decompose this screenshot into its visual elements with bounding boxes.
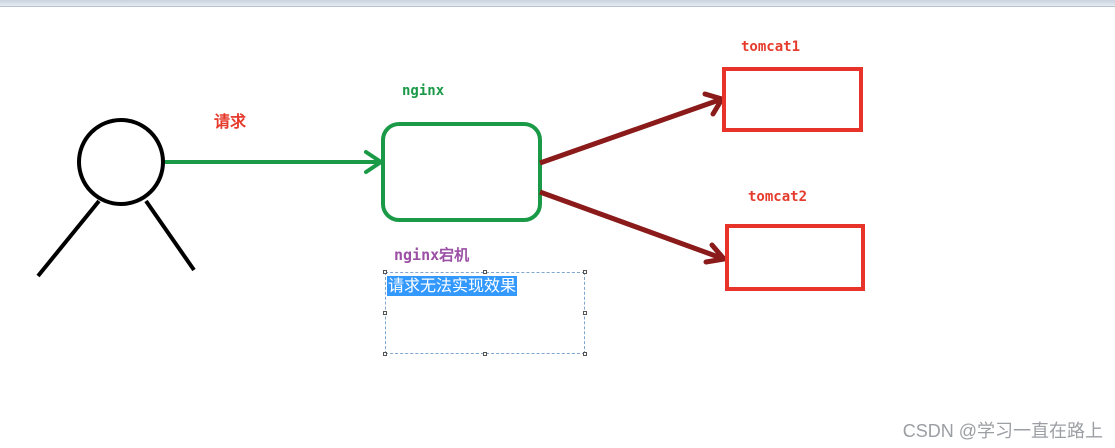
resize-handle-top-middle[interactable] — [483, 270, 487, 274]
arrow-to-tomcat2-head — [703, 242, 727, 265]
resize-handle-top-left[interactable] — [383, 270, 387, 274]
nginx-box — [381, 122, 542, 222]
resize-handle-top-right[interactable] — [583, 270, 587, 274]
tomcat2-box — [725, 224, 865, 291]
resize-handle-middle-left[interactable] — [383, 311, 387, 315]
selected-text[interactable]: 请求无法实现效果 — [387, 276, 518, 296]
user-right-leg — [144, 199, 196, 272]
resize-handle-bottom-middle[interactable] — [483, 352, 487, 356]
user-stick-figure-icon — [36, 118, 196, 278]
window-top-border — [0, 0, 1115, 7]
resize-handle-bottom-right[interactable] — [583, 352, 587, 356]
resize-handle-middle-right[interactable] — [583, 311, 587, 315]
selected-text-box[interactable]: 请求无法实现效果 — [383, 270, 587, 356]
arrow-to-tomcat2-icon — [539, 189, 727, 265]
resize-handle-bottom-left[interactable] — [383, 352, 387, 356]
csdn-watermark: CSDN @学习一直在路上 — [902, 421, 1103, 441]
request-arrow-icon — [165, 150, 383, 174]
request-label: 请求 — [214, 112, 247, 131]
nginx-label: nginx — [402, 83, 445, 99]
tomcat1-label: tomcat1 — [741, 39, 801, 55]
arrow-to-tomcat1-icon — [539, 91, 725, 166]
tomcat1-box — [722, 67, 863, 132]
user-left-leg — [36, 199, 101, 278]
tomcat2-label: tomcat2 — [748, 189, 808, 205]
nginx-down-label: nginx宕机 — [394, 246, 470, 264]
arrow-to-tomcat2-line — [539, 189, 725, 262]
arrow-to-tomcat1-line — [539, 96, 723, 166]
user-head — [77, 118, 165, 206]
